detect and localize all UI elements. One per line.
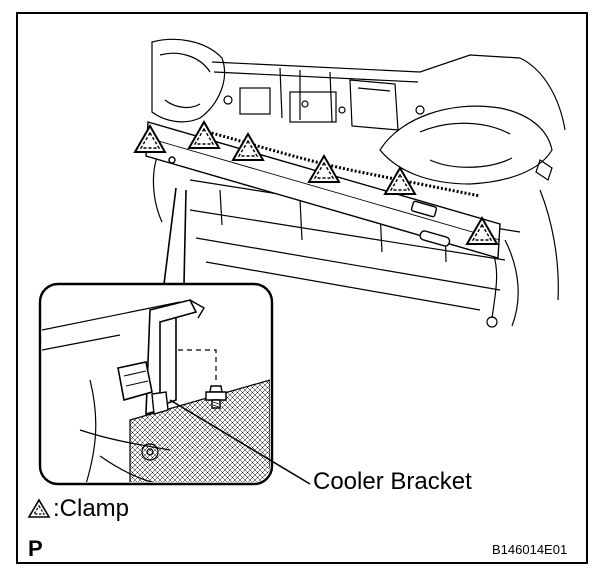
clamp-warning-triangle-icon bbox=[465, 215, 499, 245]
clamp-markers bbox=[133, 119, 499, 245]
figure-code: B146014E01 bbox=[492, 542, 568, 557]
callout-leader-line bbox=[169, 399, 311, 485]
clamp-warning-triangle-icon bbox=[383, 165, 417, 195]
corner-marker: P bbox=[28, 536, 43, 561]
vehicle-front-structure bbox=[151, 38, 566, 328]
clamp-warning-triangle-icon bbox=[307, 153, 341, 183]
clamp-warning-triangle-icon bbox=[231, 131, 265, 161]
legend-label: Clamp bbox=[59, 495, 130, 522]
detail-leader-lines bbox=[163, 187, 187, 285]
clamp-warning-triangle-icon bbox=[133, 123, 167, 153]
cooler-bracket-label: Cooler Bracket bbox=[313, 468, 472, 495]
detail-inset bbox=[38, 282, 274, 486]
clamp-warning-triangle-icon bbox=[187, 119, 221, 149]
legend-separator: : bbox=[53, 495, 60, 522]
clamp-legend-icon bbox=[27, 498, 51, 518]
bolt-icon bbox=[205, 385, 227, 409]
legend: : Clamp bbox=[27, 497, 129, 521]
